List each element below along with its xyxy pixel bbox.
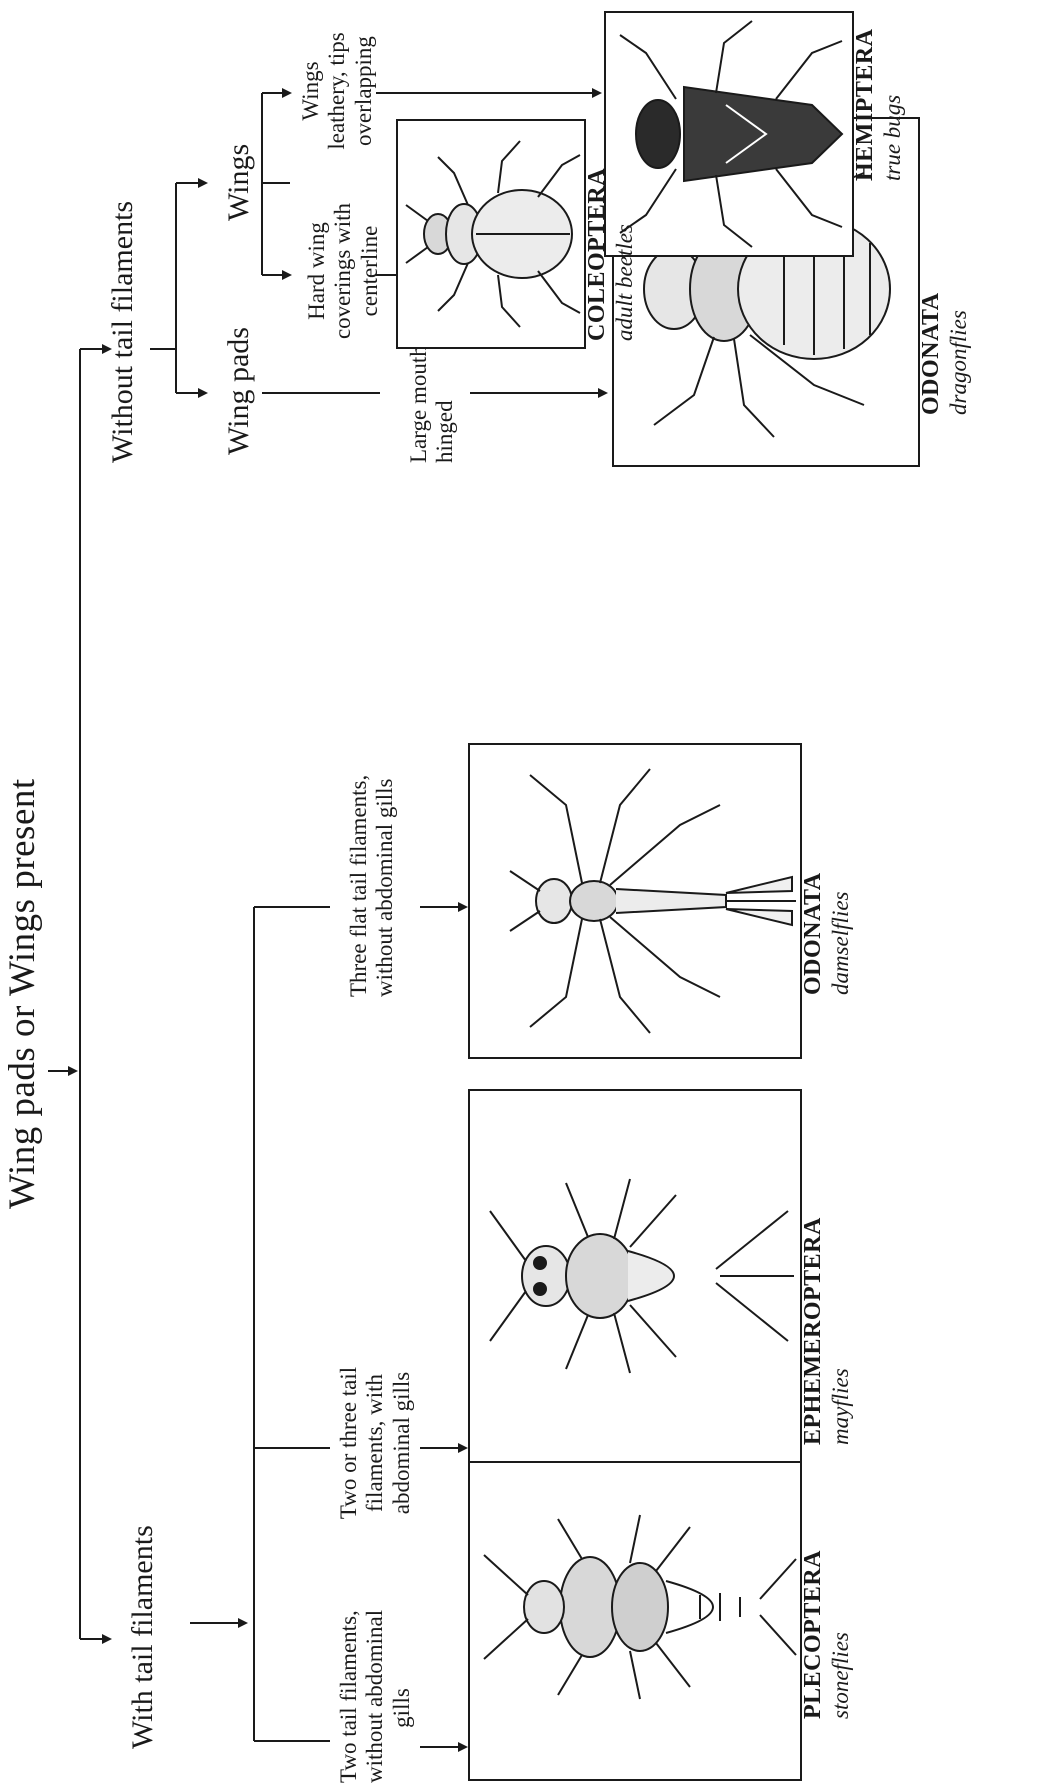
caption-damselflies: ODONATA damselflies [800,872,854,995]
criteria-line: Two tail filaments, [336,1610,361,1783]
common-name: adult beetles [612,168,638,341]
beetle-icon [398,121,584,347]
criteria-hemiptera: Wings leathery, tips overlapping [298,21,377,161]
criteria-line: Hard wing [304,222,329,320]
common-name: mayflies [828,1217,854,1445]
criteria-line: Two or three tail [336,1367,361,1519]
root-label: Wing pads or Wings present [2,778,45,1209]
common-name: stoneflies [828,1550,854,1719]
caption-dragonflies: ODONATA dragonflies [918,292,972,415]
criteria-line: hinged [432,400,457,463]
order-name: COLEOPTERA [584,168,612,341]
wing-pads-label: Wing pads [222,327,257,455]
order-name: HEMIPTERA [852,28,880,181]
criteria-line: abdominal gills [389,1372,414,1514]
criteria-line: gills [389,1688,414,1728]
caption-ephemeroptera: EPHEMEROPTERA mayflies [800,1217,854,1445]
coleoptera-box [396,119,586,349]
common-name: dragonflies [946,292,972,415]
ephemeroptera-box [468,1089,802,1463]
order-name: ODONATA [800,872,828,995]
criteria-line: filaments, with [362,1374,387,1512]
wings-label: Wings [222,144,257,221]
criteria-line: leathery, tips [324,32,349,149]
criteria-line: overlapping [351,36,376,146]
common-name: true bugs [880,28,906,181]
criteria-line: without abdominal [362,1610,387,1783]
plecoptera-box [468,1427,802,1781]
stonefly-nymph-icon [470,1429,800,1779]
true-bug-icon [606,13,852,255]
criteria-plecoptera: Two tail filaments, without abdominal gi… [336,1633,415,1783]
order-name: ODONATA [918,292,946,415]
criteria-dragonflies: Large mouth, hinged [406,340,459,464]
damselfly-nymph-icon [470,745,800,1057]
order-name: EPHEMEROPTERA [800,1217,828,1445]
criteria-ephemeroptera: Two or three tail filaments, with abdomi… [336,1363,415,1523]
order-name: PLECOPTERA [800,1550,828,1719]
criteria-coleoptera: Hard wing coverings with centerline [304,201,383,341]
caption-plecoptera: PLECOPTERA stoneflies [800,1550,854,1719]
criteria-line: without abdominal gills [372,779,397,998]
caption-hemiptera: HEMIPTERA true bugs [852,28,906,181]
criteria-line: coverings with [330,203,355,339]
mayfly-nymph-icon [470,1091,800,1461]
caption-coleoptera: COLEOPTERA adult beetles [584,168,638,341]
criteria-line: Three flat tail filaments, [346,775,371,997]
criteria-damselflies: Three flat tail filaments, without abdom… [346,775,399,997]
criteria-line: Wings [298,61,323,120]
damselflies-box [468,743,802,1059]
with-tail-filaments-label: With tail filaments [126,1525,161,1749]
hemiptera-box [604,11,854,257]
criteria-line: Large mouth, [406,340,431,464]
without-tail-filaments-label: Without tail filaments [106,201,141,463]
criteria-line: centerline [357,226,382,317]
common-name: damselflies [828,872,854,995]
